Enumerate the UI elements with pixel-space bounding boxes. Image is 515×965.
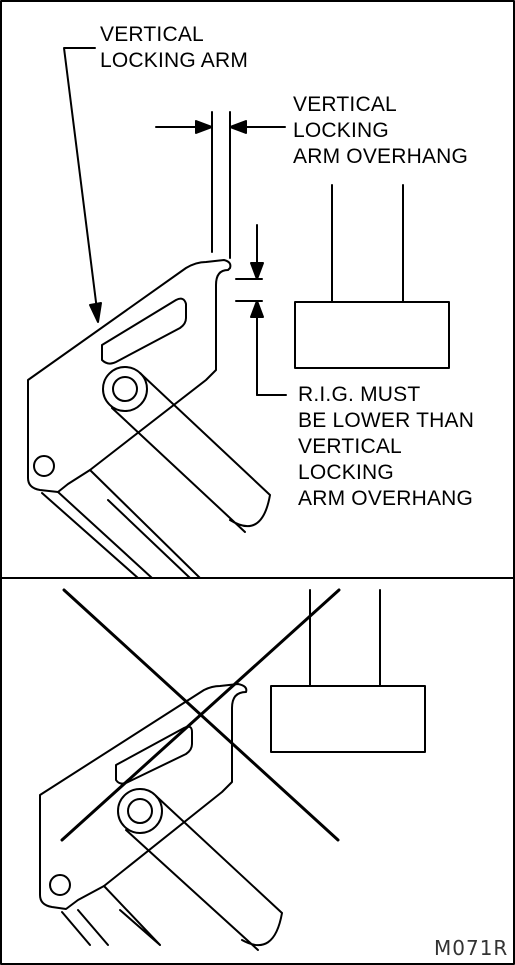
bottom-mechanism <box>39 589 426 951</box>
pivot-hole <box>112 376 138 402</box>
bottom-frame-rails <box>61 885 161 946</box>
bottom-rig-block <box>270 685 426 753</box>
bottom-link-arm <box>125 795 283 951</box>
label-line: LOCKING ARM <box>100 49 249 72</box>
label-line: R.I.G. MUST <box>298 383 421 406</box>
label-line: ARM OVERHANG <box>293 145 469 168</box>
bottom-panel-frame <box>0 577 515 965</box>
bottom-pivot-hole <box>127 798 153 824</box>
label-rig-requirement: R.I.G. MUST BE LOWER THAN VERTICAL LOCKI… <box>298 382 474 512</box>
label-line: LOCKING <box>298 461 394 484</box>
lower-link-arm <box>111 372 271 533</box>
label-arm-overhang: VERTICAL LOCKING ARM OVERHANG <box>293 92 468 170</box>
locking-arm-plate <box>27 259 232 493</box>
leader-arrowhead <box>89 302 102 323</box>
bottom-pivot-boss <box>117 788 163 834</box>
plate-cutout <box>101 297 187 365</box>
bottom-locking-arm-plate <box>39 683 248 910</box>
leader-arm <box>63 47 99 319</box>
label-line: VERTICAL <box>293 93 397 116</box>
label-line: VERTICAL <box>100 23 204 46</box>
label-line: VERTICAL <box>298 435 402 458</box>
figure-code: M071R <box>434 936 509 960</box>
label-line: BE LOWER THAN <box>298 409 475 432</box>
incorrect-cross-mark <box>60 588 341 842</box>
locking-arm-mechanism <box>27 259 271 579</box>
frame-rails <box>41 469 201 579</box>
rig-block <box>294 184 450 369</box>
label-line: LOCKING <box>293 119 389 142</box>
pivot-circle-lower <box>33 455 55 477</box>
horizontal-dimension <box>155 111 286 259</box>
vertical-dimension <box>235 224 287 396</box>
label-line: ARM OVERHANG <box>298 487 474 510</box>
label-vertical-locking-arm: VERTICAL LOCKING ARM <box>100 22 248 74</box>
bottom-pivot-circle <box>49 874 71 896</box>
pivot-boss <box>102 366 148 412</box>
